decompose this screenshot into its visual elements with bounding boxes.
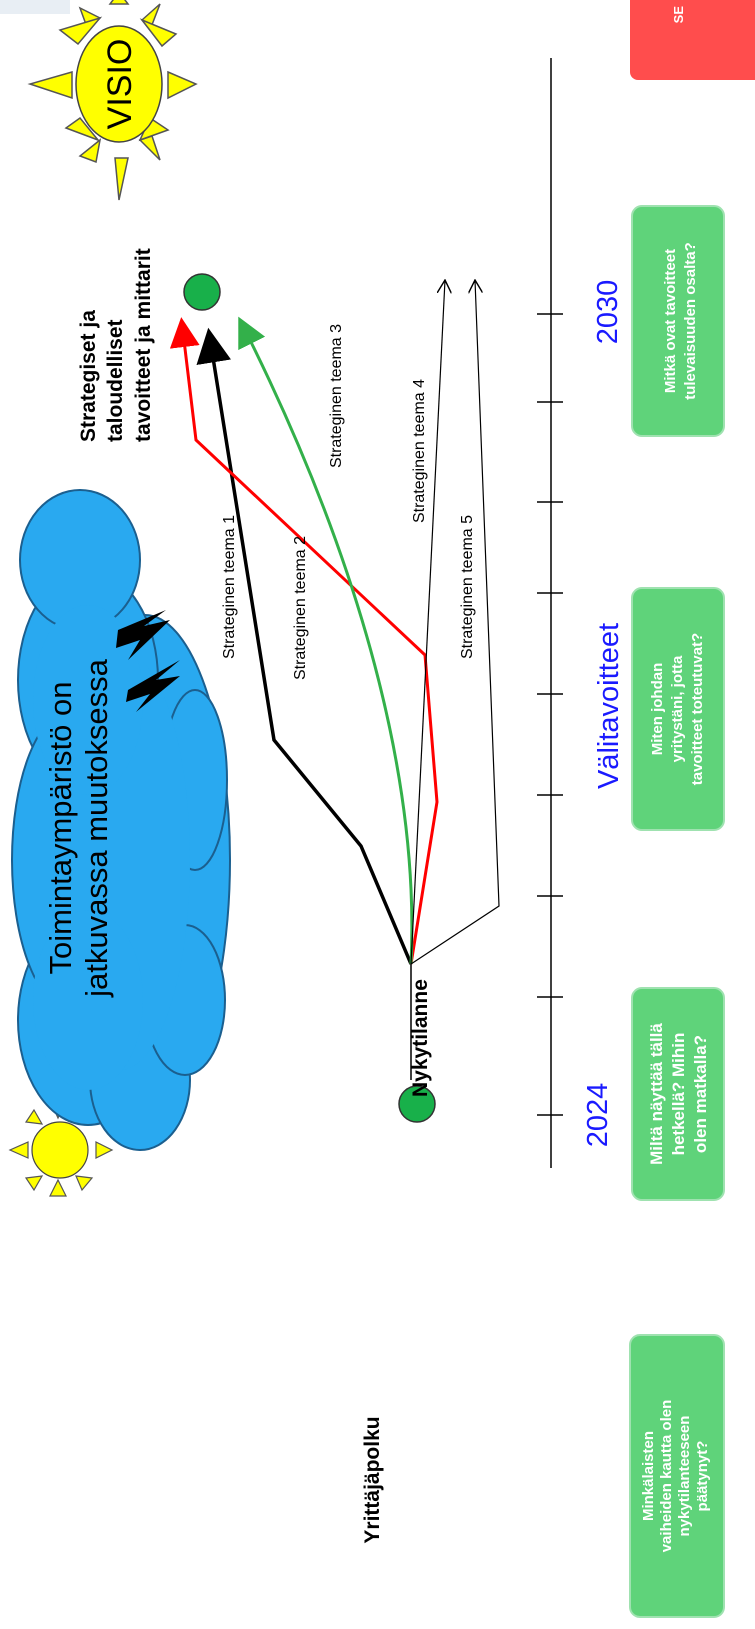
corner-button[interactable]: SE	[630, 0, 755, 80]
environment-cloud: Toimintaympäristö on jatkuvassa muutokse…	[11, 489, 231, 1151]
question-3-line-3: tavoitteet toteutuvat?	[689, 633, 706, 786]
question-2-line-1: Miltä näyttää tällä	[647, 1023, 666, 1165]
corner-decoration	[0, 0, 70, 14]
theme-3-path	[238, 316, 414, 965]
question-4-line-2: tulevaisuuden osalta?	[682, 242, 699, 400]
vision-label: VISIO	[101, 39, 139, 130]
question-box-3[interactable]: Miten johdan yritystäni, jotta tavoittee…	[631, 587, 725, 831]
question-box-1[interactable]: Minkälaisten vaiheiden kautta olen nykyt…	[629, 1334, 725, 1618]
cloud-text-line-1: Toimintaympäristö on	[43, 682, 78, 975]
theme-5-path	[410, 280, 500, 965]
goal-text-line-1: Strategiset ja	[77, 310, 100, 442]
current-state-label: Nykytilanne	[409, 979, 432, 1097]
vision-sun: VISIO	[27, 0, 198, 201]
question-4-line-1: Mitkä ovat tavoitteet	[662, 249, 679, 393]
timeline-axis	[537, 58, 563, 1168]
theme-1-label: Strateginen teema 1	[221, 515, 238, 659]
milestone-label: Välitavoitteet	[593, 623, 625, 789]
year-end-label: 2030	[592, 280, 624, 345]
page-title: Yrittäjäpolku	[361, 1416, 384, 1543]
current-state-dot	[398, 1085, 436, 1123]
theme-1-path	[196, 327, 413, 965]
question-1-line-4: päätynyt?	[694, 1441, 711, 1512]
question-3-line-2: yritystäni, jotta	[669, 655, 686, 762]
year-start-label: 2024	[582, 1083, 614, 1148]
lightning-icon	[116, 610, 180, 712]
question-1-line-2: vaiheiden kautta olen	[658, 1400, 675, 1553]
theme-5-label: Strateginen teema 5	[459, 515, 476, 659]
cloud-text-line-2: jatkuvassa muutoksessa	[79, 658, 114, 997]
theme-4-path	[410, 280, 445, 965]
theme-2-label: Strateginen teema 2	[292, 536, 309, 680]
question-box-2[interactable]: Miltä näyttää tällä hetkellä? Mihin olen…	[631, 987, 725, 1201]
corner-button-label: SE	[671, 6, 686, 24]
theme-2-path	[169, 317, 439, 965]
question-3-line-1: Miten johdan	[649, 663, 666, 756]
goal-text-line-3: tavoitteet ja mittarit	[132, 248, 155, 442]
question-2-line-2: hetkellä? Mihin	[669, 1033, 688, 1156]
goal-text-line-2: taloudelliset	[104, 319, 127, 442]
goal-dot	[183, 273, 221, 311]
theme-3-label: Strateginen teema 3	[328, 324, 345, 468]
question-box-4[interactable]: Mitkä ovat tavoitteet tulevaisuuden osal…	[631, 205, 725, 437]
theme-4-label: Strateginen teema 4	[411, 379, 428, 523]
question-1-line-3: nykytilanteeseen	[676, 1416, 693, 1537]
question-1-line-1: Minkälaisten	[640, 1431, 657, 1521]
question-2-line-3: olen matkalla?	[691, 1035, 710, 1153]
